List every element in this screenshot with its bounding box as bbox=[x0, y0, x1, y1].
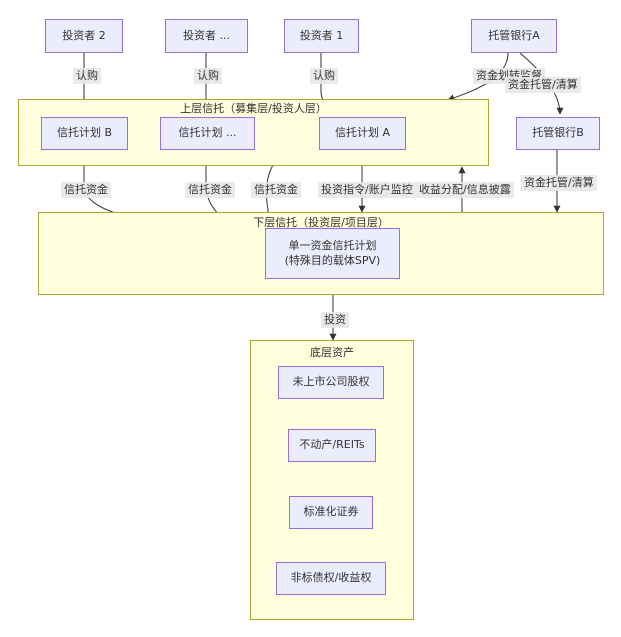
investor-2-node[interactable]: 投资者 2 bbox=[45, 19, 123, 53]
asset-standard-securities-label: 标准化证券 bbox=[303, 505, 359, 519]
edge-label-custody-clearing-a: 资金托管/清算 bbox=[505, 77, 581, 94]
trust-plan-more-node[interactable]: 信托计划 ... bbox=[160, 117, 255, 150]
edge-label-trust-funds-a: 信托资金 bbox=[251, 182, 301, 199]
underlying-assets-cluster-title: 底层资产 bbox=[310, 346, 354, 359]
custodian-bank-a-node[interactable]: 托管银行A bbox=[471, 19, 557, 53]
custodian-bank-b-label: 托管银行B bbox=[532, 126, 584, 140]
edge-label-distribution: 收益分配/信息披露 bbox=[416, 182, 514, 199]
edge-label-trust-funds-b: 信托资金 bbox=[61, 182, 111, 199]
edge-label-subscribe-1: 认购 bbox=[310, 68, 338, 85]
custodian-bank-a-label: 托管银行A bbox=[488, 28, 540, 42]
edge-label-instruction: 投资指令/账户监控 bbox=[318, 182, 416, 199]
edge-label-trust-funds-more: 信托资金 bbox=[185, 182, 235, 199]
edge-label-subscribe-more: 认购 bbox=[194, 68, 222, 85]
lower-trust-cluster-title: 下层信托（投资层/项目层） bbox=[253, 216, 389, 229]
trust-plan-a-label: 信托计划 A bbox=[334, 126, 391, 140]
asset-nonstandard-debt-node[interactable]: 非标债权/收益权 bbox=[276, 562, 386, 595]
asset-real-estate-label: 不动产/REITs bbox=[299, 438, 365, 452]
investor-2-label: 投资者 2 bbox=[62, 28, 106, 42]
asset-unlisted-equity-label: 未上市公司股权 bbox=[292, 375, 370, 389]
investor-1-node[interactable]: 投资者 1 bbox=[284, 19, 359, 53]
investor-more-label: 投资者 ... bbox=[183, 28, 230, 42]
spv-node[interactable]: 单一资金信托计划 (特殊目的载体SPV) bbox=[265, 228, 400, 279]
spv-label-line2: (特殊目的载体SPV) bbox=[284, 253, 381, 267]
asset-real-estate-node[interactable]: 不动产/REITs bbox=[288, 429, 376, 462]
trust-plan-b-label: 信托计划 B bbox=[56, 126, 113, 140]
trust-plan-more-label: 信托计划 ... bbox=[178, 126, 237, 140]
edge-label-custody-clearing-b: 资金托管/清算 bbox=[521, 175, 597, 192]
edge-label-subscribe-2: 认购 bbox=[73, 68, 101, 85]
spv-label-line1: 单一资金信托计划 bbox=[288, 238, 377, 252]
asset-standard-securities-node[interactable]: 标准化证券 bbox=[289, 496, 373, 529]
trust-plan-b-node[interactable]: 信托计划 B bbox=[41, 117, 128, 150]
custodian-bank-b-node[interactable]: 托管银行B bbox=[516, 117, 600, 150]
investor-1-label: 投资者 1 bbox=[299, 28, 344, 42]
investor-more-node[interactable]: 投资者 ... bbox=[165, 19, 248, 53]
asset-nonstandard-debt-label: 非标债权/收益权 bbox=[290, 571, 372, 585]
trust-plan-a-node[interactable]: 信托计划 A bbox=[319, 117, 406, 150]
upper-trust-cluster-title: 上层信托（募集层/投资人层） bbox=[180, 102, 327, 115]
asset-unlisted-equity-node[interactable]: 未上市公司股权 bbox=[278, 366, 384, 399]
edge-label-invest: 投资 bbox=[321, 312, 349, 329]
